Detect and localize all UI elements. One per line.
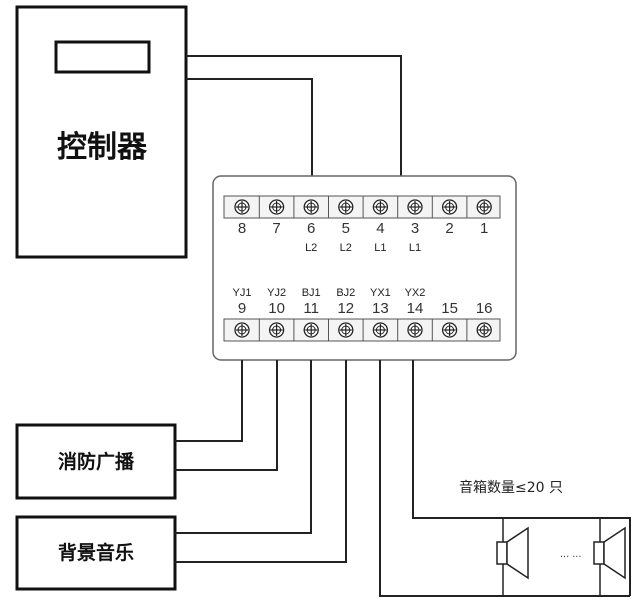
- terminal-signal-label: YJ1: [233, 287, 252, 299]
- terminal-signal-label: YJ2: [267, 287, 286, 299]
- bottom-screw-terminal: [234, 322, 250, 338]
- bottom-screw-terminal: [258, 319, 285, 341]
- terminal-signal-label: YX2: [405, 287, 426, 299]
- controller-display: [54, 40, 151, 74]
- terminal-number: 5: [342, 220, 350, 237]
- speaker-icon: [496, 518, 529, 596]
- terminal-number: 8: [238, 220, 246, 237]
- bottom-screw-terminal: [362, 319, 389, 341]
- wire-yx2: [412, 360, 631, 596]
- terminal-number: 14: [407, 300, 424, 317]
- speaker-ellipsis: ... ...: [560, 548, 581, 560]
- terminal-number: 9: [238, 300, 246, 317]
- top-screw-terminal: [362, 196, 389, 218]
- bottom-screw-terminal: [293, 319, 319, 341]
- terminal-number: 6: [307, 220, 315, 237]
- bottom-terminal-labels: YJ1 YJ2 BJ1 BJ2 YX1 YX2: [233, 287, 426, 299]
- terminal-signal-label: BJ2: [336, 287, 355, 299]
- terminal-module: [212, 175, 517, 361]
- top-screw-terminal: [258, 196, 285, 218]
- terminal-number: 1: [480, 220, 488, 237]
- terminal-sublabel: L1: [409, 242, 421, 254]
- terminal-sublabel: L2: [340, 242, 352, 254]
- speaker-icon: [593, 518, 626, 596]
- terminal-sublabel: L1: [374, 242, 386, 254]
- terminal-number: 4: [376, 220, 384, 237]
- wire-bj1: [175, 360, 312, 534]
- top-screw-terminal: [293, 196, 319, 218]
- bottom-screw-terminal: [466, 319, 492, 341]
- wire-yj1: [175, 360, 243, 442]
- terminal-number: 13: [372, 300, 389, 317]
- bottom-screw-terminal: [328, 319, 354, 341]
- controller-label: 控制器: [57, 130, 148, 165]
- fire-broadcast-label: 消防广播: [58, 450, 135, 473]
- top-screw-terminal: [397, 196, 423, 218]
- background-music-label: 背景音乐: [58, 541, 134, 564]
- wire-yj2: [175, 360, 278, 471]
- terminal-signal-label: YX1: [370, 287, 391, 299]
- bottom-screw-terminal: [397, 319, 423, 341]
- terminal-number: 12: [337, 300, 354, 317]
- top-terminal-numbers: 8 7 6 5 4 3 2 1: [238, 220, 489, 237]
- terminal-signal-label: BJ1: [302, 287, 321, 299]
- wire-controller-l1: [186, 55, 402, 176]
- terminal-number: 16: [476, 300, 493, 317]
- background-music-box: [15, 515, 177, 591]
- terminal-number: 3: [411, 220, 419, 237]
- terminal-sublabel: L2: [305, 242, 317, 254]
- terminal-number: 15: [441, 300, 458, 317]
- top-terminal-strip: [223, 195, 501, 219]
- bottom-terminal-numbers: 9 10 11 12 13 14 15 16: [238, 300, 493, 317]
- terminal-number: 11: [303, 300, 319, 317]
- wire-bj2: [175, 360, 347, 563]
- top-screw-terminal: [328, 196, 354, 218]
- terminal-number: 10: [268, 300, 285, 317]
- bottom-screw-terminal: [431, 319, 458, 341]
- top-screw-terminal: [466, 196, 492, 218]
- top-screw-terminal: [234, 199, 250, 215]
- bottom-terminal-strip: [223, 318, 501, 342]
- top-screw-terminal: [431, 196, 458, 218]
- wire-yx1: [379, 360, 630, 597]
- top-terminal-sublabels: L2 L2 L1 L1: [305, 242, 421, 254]
- terminal-number: 2: [445, 220, 453, 237]
- terminal-number: 7: [272, 220, 280, 237]
- fire-broadcast-box: [15, 423, 177, 500]
- speaker-count-note: 音箱数量≤20 只: [459, 479, 563, 496]
- wire-controller-l2: [186, 78, 313, 176]
